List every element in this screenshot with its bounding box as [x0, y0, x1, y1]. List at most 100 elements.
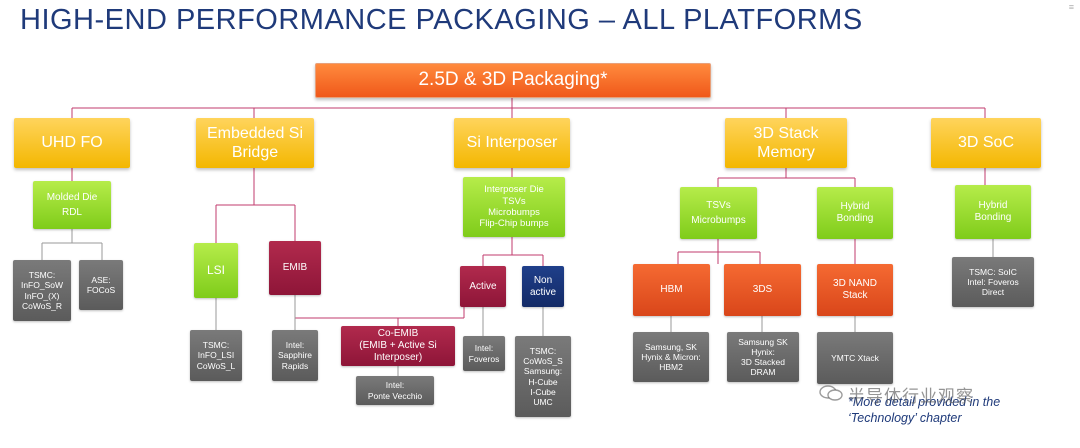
- variant-3d-nand-stack: 3D NAND Stack: [817, 264, 893, 316]
- variant-emib: EMIB: [269, 241, 321, 295]
- variant-active: Active: [460, 266, 506, 307]
- corner-logo: ≡: [1068, 2, 1074, 12]
- tech-line: Microbumps: [691, 214, 746, 226]
- tech-line: Microbumps: [488, 207, 540, 218]
- footnote: *More detail provided in the ‘Technology…: [848, 394, 1076, 427]
- example-line: TSMC:: [28, 270, 56, 281]
- example-line: Foveros: [468, 353, 500, 364]
- example-tsmc-lsi: TSMC: InFO_LSI CoWoS_L: [190, 330, 242, 381]
- variant-hbm: HBM: [633, 264, 710, 316]
- category-label-line: Bridge: [231, 144, 279, 161]
- example-line: InFO_(X): [24, 290, 60, 301]
- category-label: Si Interposer: [466, 134, 558, 152]
- category-label: UHD FO: [41, 134, 103, 152]
- example-line: Direct: [981, 287, 1005, 298]
- example-line: ASE:: [91, 274, 111, 285]
- tech-molded-die-rdl: Molded Die RDL: [33, 181, 111, 229]
- footnote-line: *More detail provided in the: [848, 395, 1001, 409]
- variant-lsi: LSI: [194, 243, 238, 298]
- wechat-chat-bubbles-icon: [819, 385, 843, 401]
- example-line: Samsung SK: [738, 336, 788, 347]
- variant-line: Non: [533, 274, 553, 286]
- category-3d-soc: 3D SoC: [931, 118, 1041, 168]
- variant-line: 3D NAND: [833, 278, 877, 289]
- example-line: YMTC Xtack: [831, 352, 879, 363]
- category-3d-stack-memory: 3D Stack Memory: [725, 118, 847, 168]
- example-ymtc-xtack: YMTC Xtack: [817, 332, 893, 384]
- footnote-line: ‘Technology’ chapter: [848, 411, 962, 426]
- variant-label: Active: [469, 280, 497, 292]
- example-line: InFO_LSI: [197, 350, 235, 361]
- tech-line: Interposer Die: [484, 184, 544, 196]
- example-line: Hynix:: [751, 346, 775, 357]
- example-line: CoWoS_L: [196, 360, 236, 371]
- example-line: H-Cube: [528, 376, 558, 387]
- example-tsmc-cowos-samsung-umc: TSMC: CoWoS_S Samsung: H-Cube I-Cube UMC: [515, 336, 571, 417]
- tech-line: Hybrid: [840, 201, 870, 212]
- example-line: CoWoS_R: [22, 300, 62, 311]
- example-line: I-Cube: [530, 386, 556, 397]
- tech-line: TSVs: [706, 199, 731, 211]
- tech-hybrid-bonding-memory: Hybrid Bonding: [817, 187, 893, 239]
- example-intel-ponte-vecchio: Intel: Ponte Vecchio: [356, 376, 434, 405]
- example-line: FOCoS: [86, 285, 116, 295]
- example-line: Intel:: [285, 340, 305, 351]
- variant-non-active: Non active: [522, 266, 564, 307]
- example-line: Intel: Foveros: [967, 276, 1019, 287]
- example-line: TSMC:: [529, 345, 557, 356]
- example-line: Ponte Vecchio: [367, 390, 423, 401]
- variant-3ds: 3DS: [724, 264, 801, 316]
- tech-line: TSVs: [502, 195, 526, 207]
- page-title: HIGH-END PERFORMANCE PACKAGING – ALL PLA…: [20, 4, 863, 36]
- category-uhd-fo: UHD FO: [14, 118, 130, 168]
- tech-line: Flip-Chip bumps: [479, 218, 549, 230]
- variant-co-emib: Co-EMIB (EMIB + Active Si Interposer): [341, 326, 455, 366]
- variant-line: Interposer): [373, 352, 423, 363]
- example-line: DRAM: [750, 367, 776, 378]
- tech-line: RDL: [61, 206, 82, 218]
- example-line: Samsung:: [523, 366, 563, 377]
- category-si-interposer: Si Interposer: [454, 118, 570, 168]
- category-label-line: Memory: [757, 144, 815, 161]
- category-embedded-si-bridge: Embedded Si Bridge: [196, 118, 314, 168]
- variant-label: 3DS: [752, 284, 773, 295]
- variant-label: HBM: [660, 284, 683, 295]
- example-line: Hynix & Micron:: [641, 351, 701, 362]
- variant-label: EMIB: [282, 262, 308, 273]
- variant-line: active: [529, 286, 557, 298]
- example-line: TSMC:: [202, 340, 230, 351]
- example-line: TSMC: SoIC: [969, 266, 1017, 277]
- example-line: InFO_SoW: [20, 280, 64, 291]
- example-line: Intel:: [474, 343, 494, 354]
- category-label-line: Embedded Si: [206, 124, 304, 142]
- example-line: UMC: [533, 396, 553, 407]
- example-line: 3D Stacked: [741, 357, 785, 367]
- variant-line: (EMIB + Active Si: [359, 340, 437, 351]
- root-label: 2.5D & 3D Packaging*: [418, 69, 608, 91]
- tech-line: Bonding: [974, 212, 1012, 223]
- tech-tsvs-microbumps: TSVs Microbumps: [680, 187, 757, 239]
- tech-line: Hybrid: [978, 200, 1008, 211]
- variant-line: Co-EMIB: [377, 328, 419, 339]
- variant-label: LSI: [206, 263, 225, 278]
- example-tsmc-soic: TSMC: SoIC Intel: Foveros Direct: [952, 257, 1034, 307]
- example-line: Samsung, SK: [645, 341, 697, 352]
- tech-line: Bonding: [836, 213, 874, 224]
- example-intel-foveros: Intel: Foveros: [463, 336, 505, 371]
- example-intel-sapphire-rapids: Intel: Sapphire Rapids: [272, 330, 318, 381]
- category-label-line: 3D Stack: [753, 124, 819, 142]
- category-label: 3D SoC: [957, 134, 1015, 152]
- example-hbm-makers: Samsung, SK Hynix & Micron: HBM2: [633, 332, 709, 382]
- tech-line: Molded Die: [46, 191, 98, 203]
- variant-line: Stack: [842, 290, 868, 301]
- example-tsmc-info: TSMC: InFO_SoW InFO_(X) CoWoS_R: [13, 260, 71, 321]
- watermark-text: 半导体行业观察: [848, 387, 974, 406]
- example-line: CoWoS_S: [523, 356, 563, 367]
- root-node: 2.5D & 3D Packaging*: [315, 63, 711, 98]
- example-samsung-sk-hynix-3ds: Samsung SK Hynix: 3D Stacked DRAM: [727, 332, 799, 382]
- tech-interposer-features: Interposer Die TSVs Microbumps Flip-Chip…: [463, 177, 565, 237]
- tech-hybrid-bonding-soc: Hybrid Bonding: [955, 185, 1031, 239]
- example-line: Rapids: [281, 360, 309, 371]
